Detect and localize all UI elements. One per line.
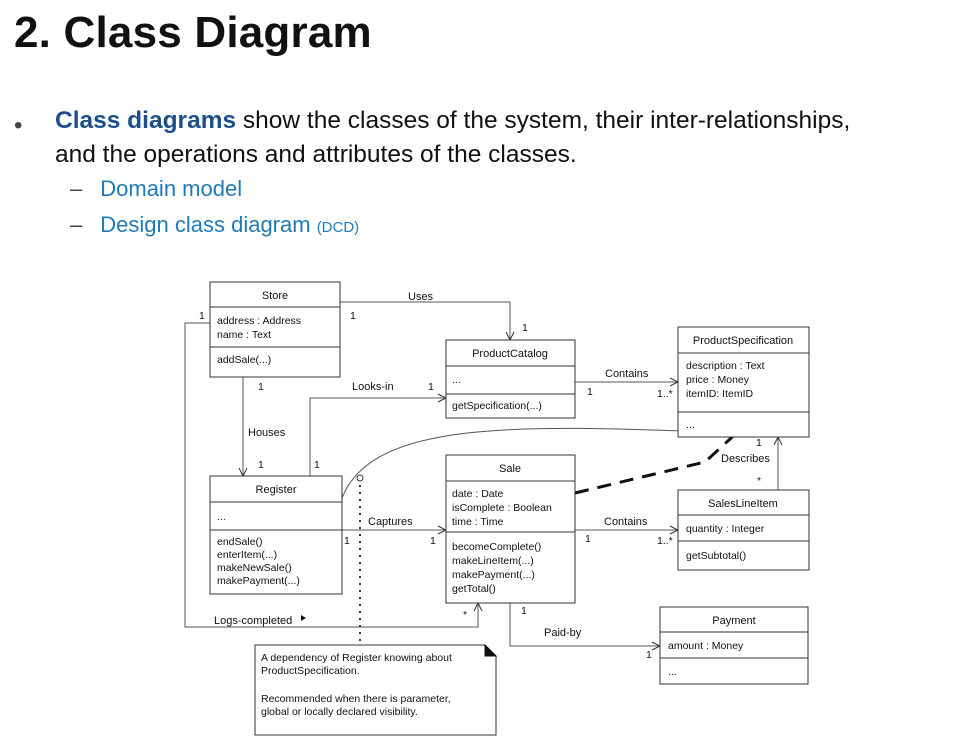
dependency-curve (341, 428, 712, 499)
class-lineitem-attr: quantity : Integer (686, 523, 765, 535)
mult-lineitem-describes: * (757, 475, 761, 487)
class-register-op: makePayment(...) (217, 575, 300, 587)
class-product-specification: ProductSpecification description : Text … (677, 326, 810, 438)
class-store-attr: address : Address (217, 315, 301, 327)
mult-register-captures: 1 (344, 535, 350, 547)
bullet-text: Class diagrams show the classes of the s… (55, 104, 955, 172)
sub-bullet-small: (DCD) (316, 219, 360, 236)
note-line: ProductSpecification. (261, 665, 360, 677)
class-payment: Payment amount : Money ... (659, 606, 809, 685)
note-line: global or locally declared visibility. (261, 706, 418, 718)
dependency-dash-highlight (574, 426, 744, 495)
bullet-rest-line1: show the classes of the system, their in… (236, 107, 851, 134)
assoc-label-describes: Describes (721, 453, 770, 465)
class-store-op: addSale(...) (217, 354, 271, 366)
class-catalog-attr: ... (452, 374, 461, 386)
mult-catalog-contains: 1 (587, 386, 593, 398)
class-catalog-op: getSpecification(...) (452, 400, 542, 412)
class-register-attr: ... (217, 511, 226, 523)
bullet-line2: and the operations and attributes of the… (55, 141, 577, 168)
assoc-uses-line (340, 301, 510, 340)
dependency-note: A dependency of Register knowing about P… (254, 643, 498, 736)
mult-sale-logs: * (463, 609, 467, 621)
mult-sale-paid: 1 (521, 605, 527, 617)
class-sale-name: Sale (499, 463, 521, 475)
mult-payment-paid: 1 (646, 649, 652, 661)
class-sales-line-item: SalesLineItem quantity : Integer getSubt… (677, 489, 810, 571)
mult-spec-describes: 1 (756, 437, 762, 449)
class-spec-attr: description : Text (686, 360, 765, 372)
class-payment-name: Payment (712, 615, 755, 627)
class-spec-attr: price : Money (686, 374, 750, 386)
sub-bullet-dash: – (70, 212, 83, 237)
slide-title: 2. Class Diagram (14, 8, 372, 57)
assoc-looks-in-line (309, 398, 446, 476)
note-line: A dependency of Register knowing about (261, 652, 452, 664)
class-register-op: endSale() (217, 536, 263, 548)
mult-sale-contains: 1 (585, 533, 591, 545)
class-payment-attr: amount : Money (668, 640, 744, 652)
class-store: Store address : Address name : Text addS… (209, 281, 341, 378)
assoc-logs-completed-line (184, 322, 478, 628)
class-register-op: makeNewSale() (217, 562, 292, 574)
class-register-name: Register (256, 484, 297, 496)
assoc-label-houses: Houses (248, 427, 286, 439)
class-sale-op: getTotal() (452, 583, 496, 595)
class-lineitem-op: getSubtotal() (686, 550, 746, 562)
class-catalog-name: ProductCatalog (472, 348, 548, 360)
class-sale-attr: time : Time (452, 516, 504, 528)
sub-bullet-dcd: –Design class diagram (DCD) (70, 212, 359, 238)
class-store-attr: name : Text (217, 329, 271, 341)
class-lineitem-name: SalesLineItem (708, 498, 778, 510)
class-sale-op: makeLineItem(...) (452, 555, 534, 567)
class-spec-op: ... (686, 419, 695, 431)
assoc-label-looks-in: Looks-in (352, 381, 394, 393)
assoc-label-contains-top: Contains (605, 368, 649, 380)
logs-completed-arrow-icon (301, 615, 306, 621)
note-line: Recommended when there is parameter, (261, 693, 451, 705)
mult-register-looks: 1 (314, 459, 320, 471)
bullet-marker: • (14, 112, 23, 139)
class-store-name: Store (262, 290, 288, 302)
sub-bullet-dash: – (70, 176, 83, 201)
assoc-label-uses: Uses (408, 291, 434, 303)
mult-spec-contains: 1..* (657, 388, 673, 400)
class-sale: Sale date : Date isComplete : Boolean ti… (445, 454, 576, 604)
sub-bullet-text: Design class diagram (100, 212, 311, 237)
note-connector-end (356, 474, 364, 482)
class-sale-attr: isComplete : Boolean (452, 502, 552, 514)
class-sale-op: makePayment(...) (452, 569, 535, 581)
sub-bullet-text: Domain model (100, 176, 243, 201)
class-product-catalog: ProductCatalog ... getSpecification(...) (445, 339, 576, 419)
mult-register-houses: 1 (258, 459, 264, 471)
mult-store-uses: 1 (350, 310, 356, 322)
class-sale-op: becomeComplete() (452, 541, 541, 553)
mult-lineitem-contains: 1..* (657, 535, 673, 547)
assoc-label-contains-bottom: Contains (604, 516, 648, 528)
mult-catalog-uses: 1 (522, 322, 528, 334)
class-sale-attr: date : Date (452, 488, 504, 500)
class-payment-op: ... (668, 666, 677, 678)
mult-store-houses: 1 (258, 381, 264, 393)
assoc-label-captures: Captures (368, 516, 413, 528)
sub-bullet-domain-model: –Domain model (70, 176, 242, 202)
assoc-label-paid-by: Paid-by (544, 627, 582, 639)
bullet-highlight: Class diagrams (55, 107, 237, 134)
mult-catalog-looks: 1 (428, 381, 434, 393)
assoc-label-logs-completed: Logs-completed (214, 615, 292, 627)
class-register: Register ... endSale() enterItem(...) ma… (209, 475, 343, 595)
class-spec-attr: itemID: ItemID (686, 388, 754, 400)
assoc-paid-by-line (509, 603, 660, 646)
mult-sale-captures: 1 (430, 535, 436, 547)
mult-store-left: 1 (199, 310, 205, 322)
class-spec-name: ProductSpecification (693, 335, 793, 347)
class-register-op: enterItem(...) (217, 549, 277, 561)
